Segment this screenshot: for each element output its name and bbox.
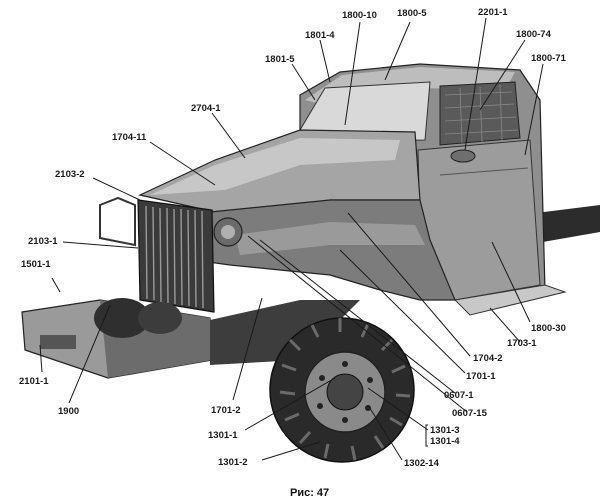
label-1800-10: 1800-10 (342, 10, 377, 21)
label-1701-2: 1701-2 (211, 405, 241, 416)
leader-lines (39, 17, 544, 461)
label-1501-1: 1501-1 (21, 259, 51, 270)
label-1800-71: 1800-71 (531, 53, 567, 64)
part-labels: 1800-10 1800-5 2201-1 1801-4 1800-74 180… (19, 7, 567, 469)
label-1301-2: 1301-2 (218, 457, 248, 468)
label-1800-5: 1800-5 (397, 8, 427, 19)
label-2201-1: 2201-1 (478, 7, 508, 18)
label-0607-1: 0607-1 (444, 390, 474, 401)
label-1800-74: 1800-74 (516, 29, 552, 40)
label-0607-15: 0607-15 (452, 408, 488, 419)
truck-illustration (21, 63, 600, 463)
label-1701-1: 1701-1 (466, 371, 496, 382)
label-1301-1: 1301-1 (208, 430, 238, 441)
label-2704-1: 2704-1 (191, 103, 221, 114)
label-1704-11: 1704-11 (112, 132, 147, 143)
figure-caption: Рис: 47 (290, 487, 329, 499)
label-2101-1: 2101-1 (19, 376, 49, 387)
label-1704-2: 1704-2 (473, 353, 503, 364)
label-1301-3: 1301-3 (430, 425, 460, 436)
label-1800-30: 1800-30 (531, 323, 566, 334)
label-1703-1: 1703-1 (507, 338, 537, 349)
label-1302-14: 1302-14 (404, 458, 440, 469)
label-2103-1: 2103-1 (28, 236, 58, 247)
label-1801-5: 1801-5 (265, 54, 295, 65)
label-1900: 1900 (58, 406, 79, 417)
label-1801-4: 1801-4 (305, 30, 335, 41)
label-1301-4: 1301-4 (430, 436, 460, 447)
label-2103-2: 2103-2 (55, 169, 85, 180)
label-bracket (425, 424, 428, 447)
